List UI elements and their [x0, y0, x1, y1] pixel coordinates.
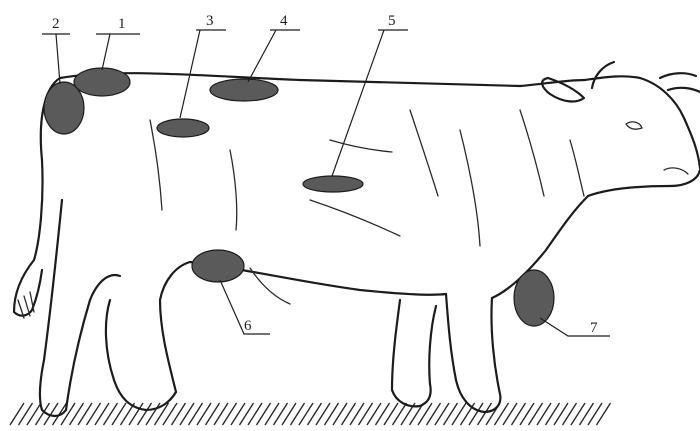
ground-stroke — [240, 403, 254, 425]
ground-stroke — [333, 403, 347, 425]
ground-stroke — [376, 403, 390, 425]
ground-stroke — [146, 403, 160, 425]
ground-stroke — [537, 403, 551, 425]
region-7 — [514, 270, 554, 326]
ground-stroke — [597, 403, 611, 425]
ground-stroke — [206, 403, 220, 425]
ground-stroke — [342, 403, 356, 425]
ground-stroke — [70, 403, 84, 425]
ground-stroke — [478, 403, 492, 425]
ground-stroke — [231, 403, 245, 425]
leader-7 — [540, 318, 610, 336]
ground-stroke — [435, 403, 449, 425]
ground-stroke — [223, 403, 237, 425]
ground-stroke — [546, 403, 560, 425]
region-1 — [74, 68, 130, 96]
ground-stroke — [529, 403, 543, 425]
ground-stroke — [257, 403, 271, 425]
leader-4 — [248, 30, 300, 82]
ground-stroke — [393, 403, 407, 425]
ground-stroke — [27, 403, 41, 425]
ground-stroke — [248, 403, 262, 425]
ground-stroke — [325, 403, 339, 425]
ground-stroke — [265, 403, 279, 425]
cow-outline — [14, 62, 700, 416]
leader-5 — [332, 30, 408, 176]
label-7: 7 — [590, 320, 598, 336]
ground-stroke — [427, 403, 441, 425]
ground-stroke — [291, 403, 305, 425]
ground-stroke — [19, 403, 33, 425]
ground-stroke — [172, 403, 186, 425]
ground-stroke — [163, 403, 177, 425]
ground-stroke — [512, 403, 526, 425]
ground-stroke — [95, 403, 109, 425]
ground-stroke — [197, 403, 211, 425]
ground-stroke — [214, 403, 228, 425]
region-3 — [157, 119, 209, 137]
region-2 — [44, 82, 84, 134]
ground-stroke — [520, 403, 534, 425]
ground-stroke — [87, 403, 101, 425]
ground-stroke — [367, 403, 381, 425]
label-3: 3 — [206, 13, 214, 29]
ground-stroke — [78, 403, 92, 425]
ground-stroke — [384, 403, 398, 425]
ground-stroke — [282, 403, 296, 425]
ground-stroke — [563, 403, 577, 425]
ground-stroke — [189, 403, 203, 425]
ground-stroke — [580, 403, 594, 425]
label-1: 1 — [118, 16, 126, 32]
ground-stroke — [350, 403, 364, 425]
label-6: 6 — [244, 318, 252, 334]
regions — [44, 68, 554, 326]
ground-stroke — [316, 403, 330, 425]
leader-1 — [96, 34, 140, 70]
ground-stroke — [359, 403, 373, 425]
ground-stroke — [299, 403, 313, 425]
ground-stroke — [588, 403, 602, 425]
ground-stroke — [444, 403, 458, 425]
ground-stroke — [452, 403, 466, 425]
ground-stroke — [104, 403, 118, 425]
ground-stroke — [10, 403, 24, 425]
ground-stroke — [138, 403, 152, 425]
region-4 — [210, 79, 278, 101]
label-4: 4 — [280, 13, 288, 29]
ground-stroke — [112, 403, 126, 425]
ground-stroke — [571, 403, 585, 425]
label-5: 5 — [388, 13, 396, 29]
label-2: 2 — [52, 16, 60, 32]
ground-hatching — [10, 403, 611, 425]
region-5 — [303, 176, 363, 192]
ground-stroke — [503, 403, 517, 425]
ground-stroke — [554, 403, 568, 425]
ground-stroke — [308, 403, 322, 425]
ground-stroke — [274, 403, 288, 425]
ground-stroke — [180, 403, 194, 425]
region-6 — [192, 250, 244, 282]
